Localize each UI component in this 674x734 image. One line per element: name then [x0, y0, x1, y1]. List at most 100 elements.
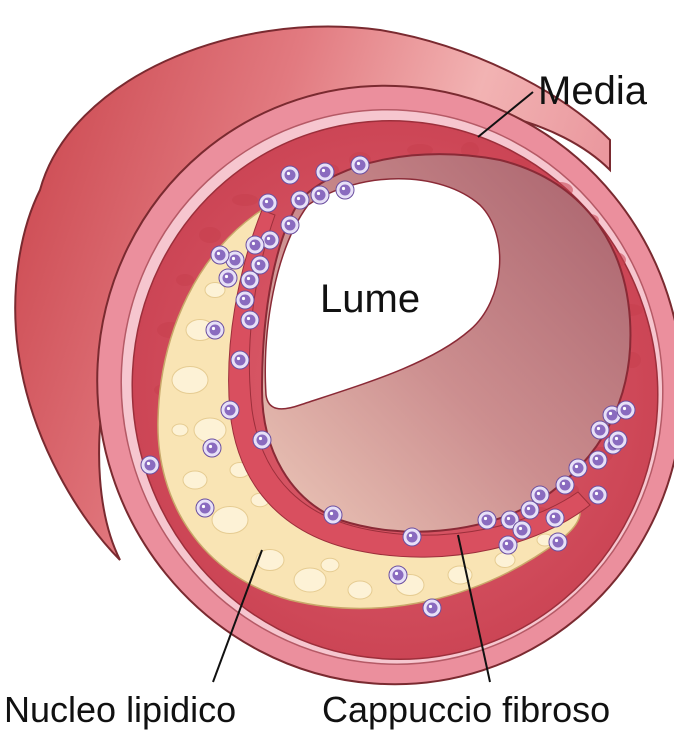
cell-nucleus [607, 410, 618, 421]
lipid-bubble [294, 568, 326, 592]
cell-highlight [232, 257, 235, 260]
cell-highlight [322, 169, 325, 172]
cell-highlight [537, 492, 540, 495]
cell-highlight [409, 534, 412, 537]
cell-nucleus [550, 513, 561, 524]
cell-highlight [330, 512, 333, 515]
lipid-bubble [348, 581, 372, 599]
cell-nucleus [505, 515, 516, 526]
lipid-bubble [495, 553, 515, 568]
cell-nucleus [315, 190, 326, 201]
cell-highlight [575, 465, 578, 468]
cell-highlight [623, 407, 626, 410]
cell-highlight [252, 242, 255, 245]
cell-highlight [429, 605, 432, 608]
cell-nucleus [503, 540, 514, 551]
cell-nucleus [265, 235, 276, 246]
cell-highlight [505, 542, 508, 545]
lipid-core-label: Nucleo lipidico [4, 689, 236, 730]
lipid-bubble [194, 418, 226, 442]
cell-nucleus [215, 250, 226, 261]
cell-highlight [527, 507, 530, 510]
cell-nucleus [210, 325, 221, 336]
cell-highlight [267, 237, 270, 240]
cell-highlight [209, 445, 212, 448]
cell-highlight [287, 172, 290, 175]
fibrous-cap-label: Cappuccio fibroso [322, 689, 610, 730]
cell-highlight [357, 162, 360, 165]
cell-highlight [597, 427, 600, 430]
cell-nucleus [517, 525, 528, 536]
cell-nucleus [257, 435, 268, 446]
cell-highlight [507, 517, 510, 520]
cell-highlight [212, 327, 215, 330]
cell-highlight [147, 462, 150, 465]
cell-highlight [247, 277, 250, 280]
cell-nucleus [393, 570, 404, 581]
media-label: Media [538, 69, 648, 113]
intima-spot [199, 227, 221, 243]
cell-nucleus [427, 603, 438, 614]
lumen-label: Lume [320, 277, 420, 321]
intima-spot [176, 274, 194, 286]
cell-highlight [595, 492, 598, 495]
cell-nucleus [225, 405, 236, 416]
cell-nucleus [295, 195, 306, 206]
cell-highlight [225, 275, 228, 278]
cell-highlight [519, 527, 522, 530]
cell-nucleus [255, 260, 266, 271]
cell-nucleus [328, 510, 339, 521]
cell-nucleus [245, 275, 256, 286]
cell-highlight [242, 297, 245, 300]
cell-nucleus [263, 198, 274, 209]
cell-nucleus [355, 160, 366, 171]
cell-highlight [265, 200, 268, 203]
cell-nucleus [482, 515, 493, 526]
lipid-bubble [172, 367, 208, 394]
cell-nucleus [235, 355, 246, 366]
cell-nucleus [285, 220, 296, 231]
cell-highlight [555, 539, 558, 542]
cell-nucleus [207, 443, 218, 454]
cell-nucleus [525, 505, 536, 516]
cell-highlight [342, 187, 345, 190]
cell-nucleus [593, 455, 604, 466]
cell-nucleus [621, 405, 632, 416]
cell-nucleus [245, 315, 256, 326]
lipid-bubble [172, 424, 188, 436]
cell-highlight [227, 407, 230, 410]
cell-highlight [595, 457, 598, 460]
cell-highlight [552, 515, 555, 518]
cell-highlight [562, 482, 565, 485]
cell-highlight [615, 437, 618, 440]
cell-nucleus [560, 480, 571, 491]
cell-highlight [237, 357, 240, 360]
cell-highlight [484, 517, 487, 520]
cell-nucleus [595, 425, 606, 436]
cell-highlight [247, 317, 250, 320]
cell-highlight [297, 197, 300, 200]
lipid-bubble [321, 558, 339, 572]
intima-spot [232, 194, 258, 206]
cell-nucleus [200, 503, 211, 514]
cell-nucleus [320, 167, 331, 178]
cell-nucleus [340, 185, 351, 196]
cell-nucleus [535, 490, 546, 501]
cell-nucleus [407, 532, 418, 543]
cell-highlight [257, 262, 260, 265]
cell-nucleus [553, 537, 564, 548]
cell-highlight [609, 412, 612, 415]
cell-nucleus [230, 255, 241, 266]
cell-highlight [395, 572, 398, 575]
lipid-bubble [212, 507, 248, 534]
cell-nucleus [223, 273, 234, 284]
cell-nucleus [613, 435, 624, 446]
cell-highlight [202, 505, 205, 508]
cell-nucleus [240, 295, 251, 306]
cell-highlight [317, 192, 320, 195]
cell-nucleus [593, 490, 604, 501]
cell-nucleus [145, 460, 156, 471]
lipid-bubble [183, 471, 207, 489]
cell-highlight [259, 437, 262, 440]
